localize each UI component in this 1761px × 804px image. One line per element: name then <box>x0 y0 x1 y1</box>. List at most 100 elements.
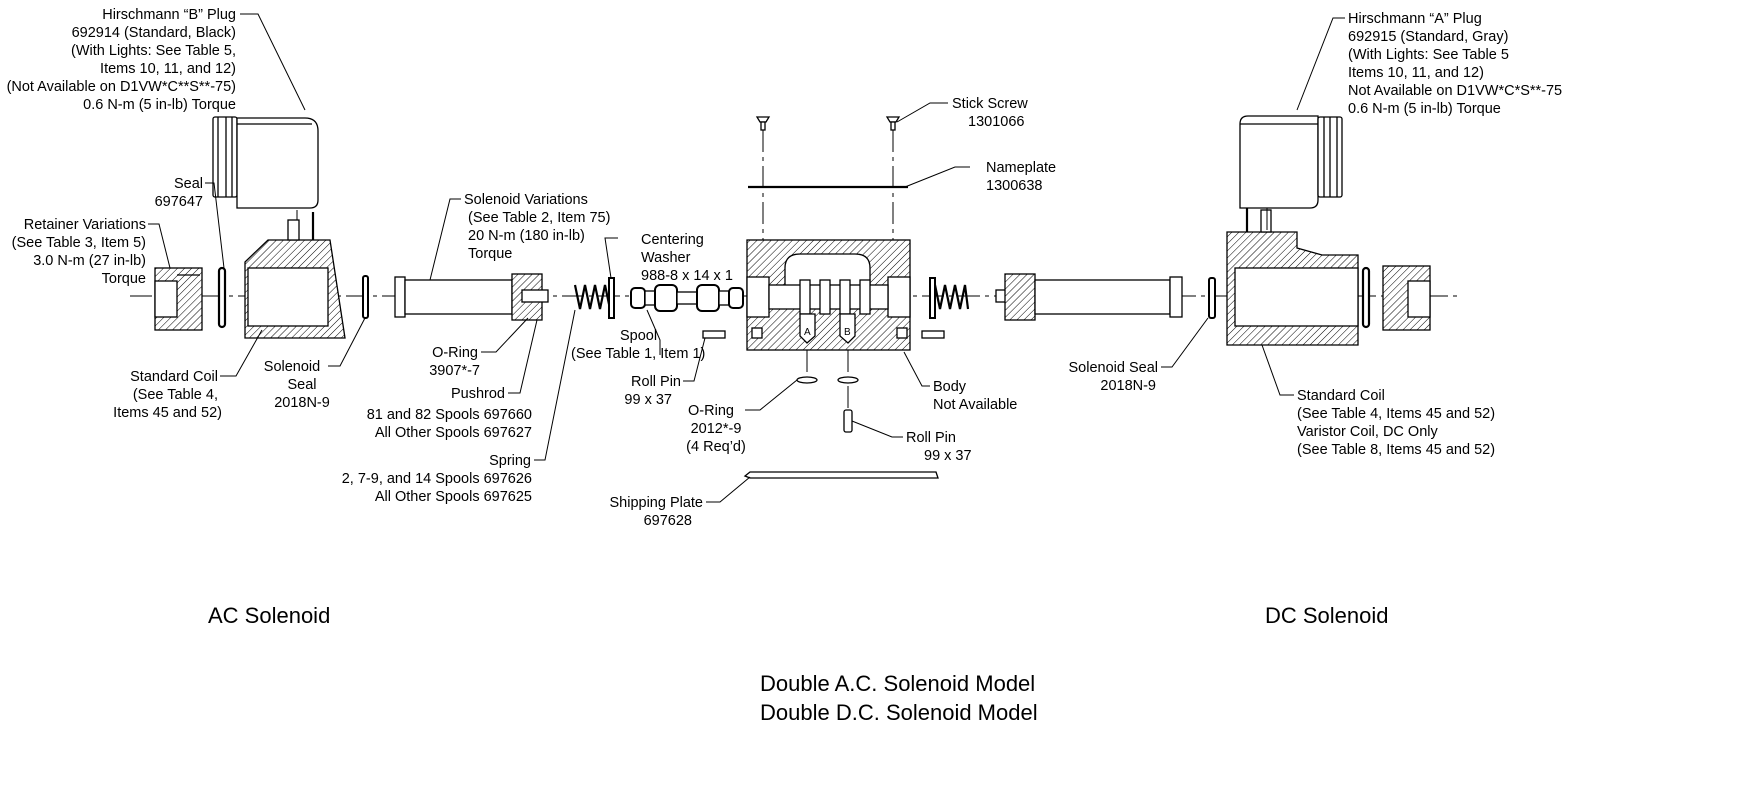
svg-text:692914 (Standard, Black): 692914 (Standard, Black) <box>72 25 236 41</box>
svg-text:Solenoid Variations: Solenoid Variations <box>464 192 588 208</box>
centering-washer-right <box>929 277 936 319</box>
svg-text:99 x 37: 99 x 37 <box>924 448 972 464</box>
svg-text:Solenoid: Solenoid <box>264 359 320 375</box>
label-oring-body: O-Ring 2012*-9 (4 Req’d) <box>686 403 746 455</box>
svg-text:Items 10, 11, and 12): Items 10, 11, and 12) <box>1348 65 1484 81</box>
valve-body: A B <box>746 239 911 351</box>
svg-text:2012*-9: 2012*-9 <box>691 421 742 437</box>
svg-text:Centering: Centering <box>641 232 704 248</box>
stick-screw-left <box>755 116 771 131</box>
svg-text:Seal: Seal <box>287 377 316 393</box>
label-spool: Spool (See Table 1, Item 1) <box>571 328 705 362</box>
svg-text:3.0 N-m (27 in-lb): 3.0 N-m (27 in-lb) <box>33 253 146 269</box>
svg-text:Not Available: Not Available <box>933 397 1017 413</box>
svg-text:2, 7-9, and 14 Spools 697626: 2, 7-9, and 14 Spools 697626 <box>342 471 532 487</box>
label-centering-washer: Centering Washer 988-8 x 14 x 1 <box>641 232 733 284</box>
label-spring: Spring 2, 7-9, and 14 Spools 697626 All … <box>342 453 532 505</box>
caption-model-2: Double D.C. Solenoid Model <box>760 700 1038 725</box>
svg-text:3907*-7: 3907*-7 <box>429 363 480 379</box>
retainer-right <box>1382 265 1431 331</box>
caption-ac-solenoid: AC Solenoid <box>208 603 330 628</box>
svg-text:Nameplate: Nameplate <box>986 160 1056 176</box>
roll-pin-right <box>921 330 945 339</box>
hirschmann-b-plug <box>212 116 319 209</box>
svg-text:697628: 697628 <box>644 513 692 529</box>
retainer-left <box>154 267 203 331</box>
svg-text:Torque: Torque <box>468 246 512 262</box>
label-roll-pin-left: Roll Pin 99 x 37 <box>624 374 681 408</box>
label-stick-screw: Stick Screw 1301066 <box>952 96 1028 130</box>
svg-text:(See Table 1, Item 1): (See Table 1, Item 1) <box>571 346 705 362</box>
svg-text:All Other Spools 697627: All Other Spools 697627 <box>375 425 532 441</box>
label-oring-solenoid: O-Ring 3907*-7 <box>429 345 480 379</box>
svg-text:Retainer Variations: Retainer Variations <box>24 217 146 233</box>
svg-text:(See Table 2, Item 75): (See Table 2, Item 75) <box>468 210 610 226</box>
solenoid-seal-left <box>362 275 369 319</box>
label-pushrod: Pushrod 81 and 82 Spools 697660 All Othe… <box>367 386 532 441</box>
port-b-label: B <box>844 327 851 338</box>
leader-lines <box>148 13 1345 503</box>
standard-coil-right <box>1226 205 1359 346</box>
label-shipping-plate: Shipping Plate 697628 <box>609 495 703 529</box>
label-hirschmann-a: Hirschmann “A” Plug 692915 (Standard, Gr… <box>1348 11 1562 117</box>
svg-text:Shipping Plate: Shipping Plate <box>609 495 703 511</box>
svg-text:Washer: Washer <box>641 250 691 266</box>
svg-text:988-8 x 14 x 1: 988-8 x 14 x 1 <box>641 268 733 284</box>
svg-text:Items 10, 11, and 12): Items 10, 11, and 12) <box>100 61 236 77</box>
solenoid-tube-left <box>394 273 549 321</box>
caption-dc-solenoid: DC Solenoid <box>1265 603 1389 628</box>
svg-text:All Other Spools 697625: All Other Spools 697625 <box>375 489 532 505</box>
label-roll-pin-right: Roll Pin 99 x 37 <box>906 430 972 464</box>
svg-text:Stick Screw: Stick Screw <box>952 96 1028 112</box>
caption-model-1: Double A.C. Solenoid Model <box>760 671 1035 696</box>
svg-text:Pushrod: Pushrod <box>451 386 505 402</box>
svg-text:Solenoid Seal: Solenoid Seal <box>1069 360 1159 376</box>
label-retainer: Retainer Variations (See Table 3, Item 5… <box>12 217 146 287</box>
solenoid-seal-right <box>1208 277 1216 319</box>
spool <box>630 284 744 312</box>
svg-text:99 x 37: 99 x 37 <box>624 392 672 408</box>
centering-washer-left <box>608 277 615 319</box>
svg-text:1301066: 1301066 <box>968 114 1024 130</box>
svg-text:81 and 82 Spools 697660: 81 and 82 Spools 697660 <box>367 407 532 423</box>
label-solenoid-seal-left: Solenoid Seal 2018N-9 <box>264 359 330 411</box>
svg-text:(See Table 8, Items 45 and 52): (See Table 8, Items 45 and 52) <box>1297 442 1495 458</box>
svg-text:(Not Available on D1VW*C**S**-: (Not Available on D1VW*C**S**-75) <box>7 79 236 95</box>
svg-text:Not Available on D1VW*C*S**-75: Not Available on D1VW*C*S**-75 <box>1348 83 1562 99</box>
label-seal: Seal 697647 <box>155 176 203 210</box>
label-nameplate: Nameplate 1300638 <box>986 160 1056 194</box>
label-hirschmann-b: Hirschmann “B” Plug 692914 (Standard, Bl… <box>7 7 236 113</box>
seal-left <box>217 266 227 329</box>
label-body: Body Not Available <box>933 379 1017 413</box>
svg-text:692915 (Standard, Gray): 692915 (Standard, Gray) <box>1348 29 1508 45</box>
svg-text:(See Table 4,: (See Table 4, <box>133 387 218 403</box>
svg-text:O-Ring: O-Ring <box>432 345 478 361</box>
solenoid-tube-right <box>995 273 1183 321</box>
svg-text:(4 Req’d): (4 Req’d) <box>686 439 746 455</box>
svg-text:0.6 N-m (5 in-lb) Torque: 0.6 N-m (5 in-lb) Torque <box>83 97 236 113</box>
roll-pin-below <box>843 409 853 433</box>
label-standard-coil-left: Standard Coil (See Table 4, Items 45 and… <box>113 369 222 421</box>
oring-body-a <box>796 376 818 384</box>
svg-text:2018N-9: 2018N-9 <box>1100 378 1156 394</box>
seal-right <box>1361 266 1371 329</box>
label-solenoid-seal-right: Solenoid Seal 2018N-9 <box>1069 360 1159 394</box>
svg-text:2018N-9: 2018N-9 <box>274 395 330 411</box>
oring-body-b <box>837 376 859 384</box>
svg-text:Items 45 and 52): Items 45 and 52) <box>113 405 222 421</box>
label-solenoid-variations: Solenoid Variations (See Table 2, Item 7… <box>464 192 610 262</box>
svg-text:(With Lights: See Table 5: (With Lights: See Table 5 <box>1348 47 1509 63</box>
svg-text:O-Ring: O-Ring <box>688 403 734 419</box>
spring-left <box>573 284 612 310</box>
svg-text:Roll Pin: Roll Pin <box>906 430 956 446</box>
hirschmann-a-plug <box>1239 115 1343 209</box>
svg-text:Torque: Torque <box>102 271 146 287</box>
svg-text:(See Table 3, Item 5): (See Table 3, Item 5) <box>12 235 146 251</box>
svg-text:Hirschmann “A” Plug: Hirschmann “A” Plug <box>1348 11 1482 27</box>
svg-text:Seal: Seal <box>174 176 203 192</box>
svg-text:Hirschmann “B” Plug: Hirschmann “B” Plug <box>102 7 236 23</box>
port-a-label: A <box>804 327 811 338</box>
svg-text:(With Lights: See Table 5,: (With Lights: See Table 5, <box>71 43 236 59</box>
svg-text:Body: Body <box>933 379 967 395</box>
